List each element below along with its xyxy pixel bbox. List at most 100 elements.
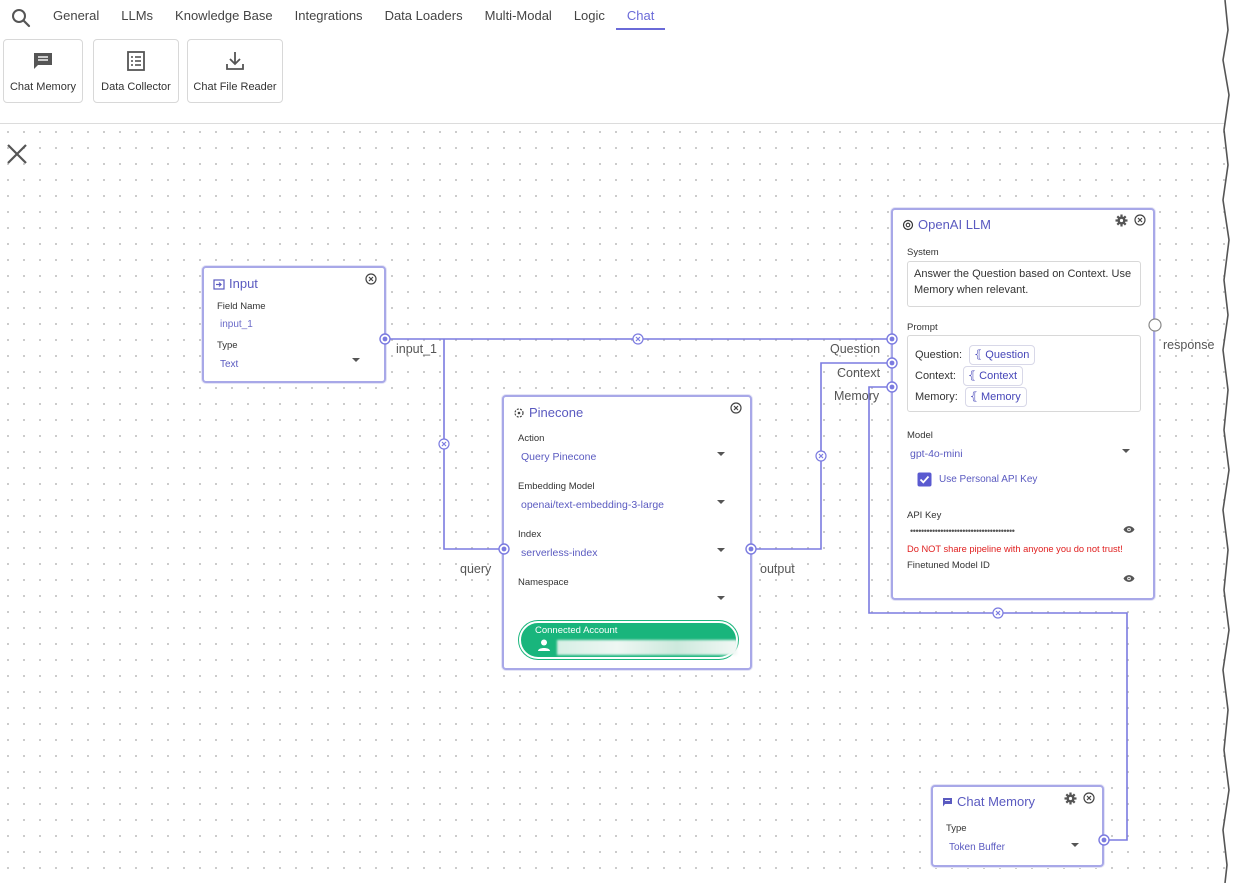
- pinecone-node-title: Pinecone: [529, 405, 584, 420]
- response-output-port[interactable]: [1148, 318, 1162, 332]
- prompt-row-label: Context:: [915, 370, 956, 382]
- list-icon: [127, 51, 145, 71]
- close-node-icon[interactable]: [1083, 792, 1095, 804]
- chat-icon: [943, 798, 952, 807]
- data-collector-tool-button[interactable]: Data Collector: [93, 39, 179, 103]
- question-input-port[interactable]: [886, 333, 898, 345]
- index-label: Index: [518, 529, 542, 540]
- gear-icon[interactable]: [1115, 214, 1128, 227]
- model-select[interactable]: gpt-4o-mini: [910, 448, 963, 460]
- remove-wire-icon[interactable]: [632, 333, 644, 345]
- finetuned-model-label: Finetuned Model ID: [907, 560, 990, 571]
- action-label: Action: [518, 433, 545, 444]
- system-label: System: [907, 247, 939, 258]
- openai-icon: [902, 219, 914, 231]
- node-title: Chat Memory: [942, 794, 1035, 809]
- tab-knowledge-base[interactable]: Knowledge Base: [175, 8, 273, 23]
- close-node-icon[interactable]: [1134, 214, 1146, 226]
- chevron-down-icon[interactable]: [717, 500, 725, 504]
- remove-wire-icon[interactable]: [438, 438, 450, 450]
- connected-account-button[interactable]: Connected Account: [519, 621, 738, 659]
- api-key-label: API Key: [907, 510, 942, 521]
- memory-type-select[interactable]: Token Buffer: [949, 842, 1005, 853]
- tab-integrations[interactable]: Integrations: [294, 8, 363, 23]
- system-prompt-textarea[interactable]: Answer the Question based on Context. Us…: [907, 261, 1141, 307]
- chat-memory-node[interactable]: Chat Memory Type Token Buffer: [931, 785, 1104, 867]
- action-select[interactable]: Query Pinecone: [521, 451, 597, 463]
- memory-input-port[interactable]: [886, 381, 898, 393]
- prompt-row-question: Question: ⦃ Question: [915, 345, 1036, 365]
- tab-general[interactable]: General: [53, 8, 100, 23]
- search-icon[interactable]: [11, 8, 31, 28]
- input-icon: [213, 279, 225, 290]
- tab-multi-modal[interactable]: Multi-Modal: [484, 8, 552, 23]
- output-port[interactable]: [745, 543, 757, 555]
- input-node[interactable]: Input Field Name input_1 Type Text: [202, 266, 386, 383]
- chevron-down-icon[interactable]: [717, 548, 725, 552]
- tab-chat[interactable]: Chat: [615, 0, 666, 30]
- node-title: Pinecone: [513, 405, 583, 420]
- wire-input-to-query: [443, 339, 504, 550]
- chevron-down-icon[interactable]: [717, 596, 725, 600]
- chevron-down-icon[interactable]: [352, 358, 360, 362]
- chevron-down-icon[interactable]: [1122, 449, 1130, 453]
- category-tabs: General LLMs Knowledge Base Integrations…: [42, 0, 666, 30]
- field-name-input[interactable]: input_1: [220, 319, 253, 330]
- prompt-row-label: Question:: [915, 349, 963, 361]
- prompt-row-context: Context: ⦃ Context: [915, 366, 1024, 386]
- pinecone-node[interactable]: Pinecone Action Query Pinecone Embedding…: [502, 395, 752, 670]
- memory-variable-chip[interactable]: ⦃ Memory: [964, 387, 1027, 407]
- openai-node-title: OpenAI LLM: [918, 217, 991, 232]
- query-port-label: query: [460, 562, 492, 576]
- eye-icon[interactable]: [1123, 574, 1135, 583]
- query-input-port[interactable]: [498, 543, 510, 555]
- tab-logic[interactable]: Logic: [573, 8, 605, 23]
- close-node-icon[interactable]: [730, 402, 742, 414]
- type-select[interactable]: Text: [220, 359, 239, 370]
- pinecone-icon: [514, 408, 524, 418]
- response-port-label: response: [1163, 338, 1215, 352]
- remove-wire-icon[interactable]: [992, 607, 1004, 619]
- index-select[interactable]: serverless-index: [521, 547, 598, 559]
- personal-key-checkbox[interactable]: [917, 472, 932, 487]
- input-output-port-label: input_1: [396, 342, 438, 356]
- memory-port-label: Memory: [834, 389, 880, 403]
- remove-wire-icon[interactable]: [815, 450, 827, 462]
- context-port-label: Context: [837, 366, 881, 380]
- chip-label: Context: [979, 370, 1018, 382]
- model-label: Model: [907, 430, 933, 441]
- api-key-input[interactable]: ••••••••••••••••••••••••••••••••••••••: [910, 526, 1015, 536]
- connected-account-label: Connected Account: [535, 625, 618, 636]
- eye-icon[interactable]: [1123, 525, 1135, 534]
- prompt-row-memory: Memory: ⦃ Memory: [915, 387, 1027, 407]
- download-icon: [226, 52, 244, 70]
- output-port-label: output: [760, 562, 795, 576]
- tab-llms[interactable]: LLMs: [121, 8, 154, 23]
- embedding-model-select[interactable]: openai/text-embedding-3-large: [521, 499, 665, 511]
- node-title: Input: [213, 276, 258, 291]
- context-input-port[interactable]: [886, 357, 898, 369]
- chat-memory-tool-button[interactable]: Chat Memory: [3, 39, 83, 103]
- chevron-down-icon[interactable]: [717, 452, 725, 456]
- type-label: Type: [217, 340, 238, 351]
- chip-label: Question: [985, 349, 1030, 361]
- personal-key-label: Use Personal API Key: [939, 474, 1038, 485]
- prompt-textarea[interactable]: Question: ⦃ Question Context: ⦃ Context …: [907, 335, 1141, 412]
- chat-file-reader-tool-button[interactable]: Chat File Reader: [187, 39, 283, 103]
- tab-data-loaders[interactable]: Data Loaders: [384, 8, 463, 23]
- account-name-redacted: [557, 640, 737, 655]
- tool-label: Chat File Reader: [193, 81, 277, 93]
- chevron-down-icon[interactable]: [1071, 843, 1079, 847]
- question-variable-chip[interactable]: ⦃ Question: [969, 345, 1036, 365]
- memory-output-port[interactable]: [1098, 834, 1110, 846]
- context-variable-chip[interactable]: ⦃ Context: [963, 366, 1024, 386]
- api-key-warning: Do NOT share pipeline with anyone you do…: [907, 544, 1123, 554]
- question-port-label: Question: [830, 342, 881, 356]
- namespace-label: Namespace: [518, 577, 569, 588]
- close-node-icon[interactable]: [365, 273, 377, 285]
- output-port[interactable]: [379, 333, 391, 345]
- openai-llm-node[interactable]: OpenAI LLM System Answer the Question ba…: [891, 208, 1155, 600]
- gear-icon[interactable]: [1064, 792, 1077, 805]
- prompt-label: Prompt: [907, 322, 938, 333]
- close-icon[interactable]: [6, 143, 28, 165]
